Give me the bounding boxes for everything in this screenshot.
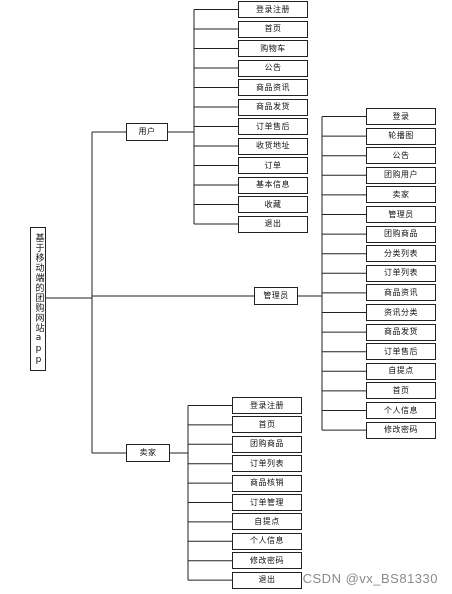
leaf-node: 退出 [232, 571, 302, 589]
leaf-node: 公告 [238, 59, 308, 77]
watermark: CSDN @vx_BS81330 [302, 571, 438, 586]
leaf-node: 团购商品 [232, 435, 302, 453]
leaf-node: 首页 [238, 20, 308, 38]
leaf-node: 登录注册 [232, 397, 302, 414]
leaf-node: 订单售后 [238, 118, 308, 135]
leaf-node: 退出 [238, 215, 308, 233]
leaf-node: 订单管理 [232, 494, 302, 511]
leaf-node: 商品发货 [366, 323, 436, 341]
leaf-node: 公告 [366, 147, 436, 165]
leaf-node: 商品核销 [232, 474, 302, 492]
leaf-node: 购物车 [238, 40, 308, 57]
leaf-node: 订单 [238, 157, 308, 174]
leaf-node: 资讯分类 [366, 304, 436, 321]
leaf-node: 管理员 [366, 206, 436, 223]
branch-user: 用户 [126, 123, 168, 141]
root-label: 基于移动端的团购网站app [33, 232, 44, 366]
leaf-node: 首页 [366, 382, 436, 400]
leaf-node: 个人信息 [366, 402, 436, 419]
leaf-node: 分类列表 [366, 245, 436, 263]
leaf-node: 订单售后 [366, 343, 436, 361]
leaf-node: 收货地址 [238, 137, 308, 155]
leaf-node: 卖家 [366, 186, 436, 204]
leaf-node: 团购用户 [366, 166, 436, 184]
leaf-node: 修改密码 [232, 552, 302, 570]
branch-admin: 管理员 [254, 287, 298, 305]
leaf-node: 首页 [232, 416, 302, 434]
leaf-node: 登录注册 [238, 1, 308, 18]
leaf-node: 收藏 [238, 196, 308, 213]
leaf-node: 自提点 [366, 362, 436, 380]
root-node: 基于移动端的团购网站app [30, 227, 46, 371]
leaf-node: 个人信息 [232, 532, 302, 550]
leaf-node: 自提点 [232, 513, 302, 531]
leaf-node: 基本信息 [238, 176, 308, 194]
leaf-node: 商品发货 [238, 98, 308, 116]
leaf-node: 修改密码 [366, 421, 436, 439]
leaf-node: 商品资讯 [238, 79, 308, 96]
leaf-node: 订单列表 [366, 264, 436, 282]
leaf-node: 订单列表 [232, 455, 302, 473]
leaf-node: 登录 [366, 108, 436, 125]
branch-seller: 卖家 [126, 444, 170, 462]
leaf-node: 商品资讯 [366, 284, 436, 302]
leaf-node: 轮播图 [366, 127, 436, 145]
leaf-node: 团购商品 [366, 225, 436, 243]
